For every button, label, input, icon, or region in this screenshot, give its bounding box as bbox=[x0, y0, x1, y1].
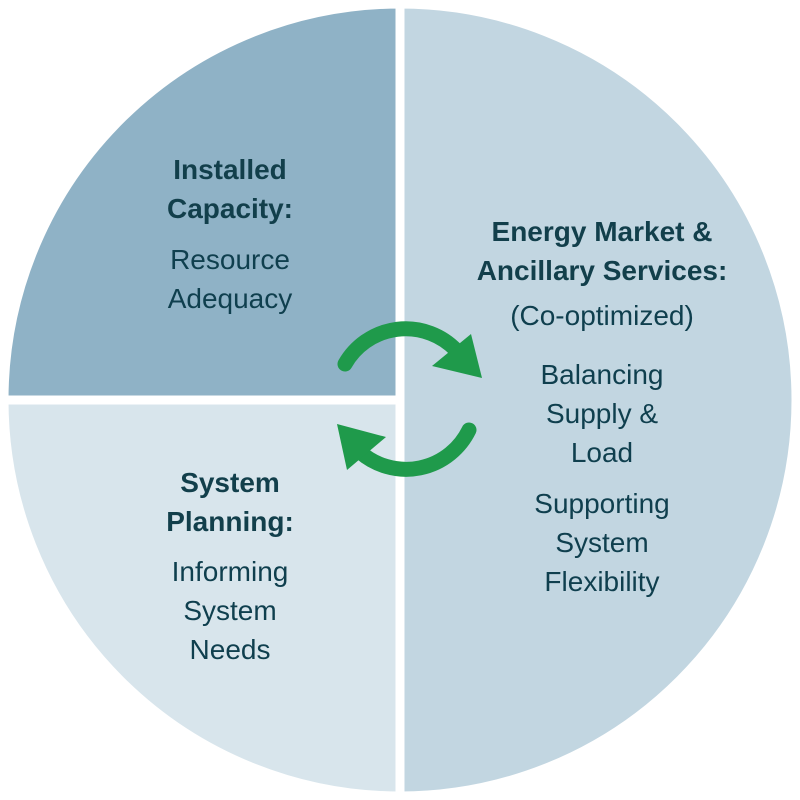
body-line: Load bbox=[570, 437, 634, 468]
body-line: Resource bbox=[170, 244, 290, 275]
title-line: Energy Market & bbox=[491, 216, 713, 247]
body-line: Adequacy bbox=[167, 283, 293, 314]
body-line: Supporting bbox=[534, 488, 670, 519]
energy-market-note: (Co-optimized) bbox=[510, 300, 694, 331]
cycle-arrow-bottom-icon bbox=[337, 422, 477, 477]
system-planning-body: Informing System Needs bbox=[130, 552, 330, 669]
body-line: Supply & bbox=[545, 398, 659, 429]
title-line: Ancillary Services: bbox=[476, 255, 728, 286]
body-line: System bbox=[183, 595, 277, 626]
body-line: Informing bbox=[171, 556, 289, 587]
installed-capacity-body: Resource Adequacy bbox=[130, 240, 330, 318]
title-line: System bbox=[180, 467, 280, 498]
system-planning-title: System Planning: bbox=[130, 463, 330, 541]
title-line: Planning: bbox=[166, 506, 294, 537]
body-line: Balancing bbox=[540, 359, 664, 390]
title-line: Capacity: bbox=[166, 193, 294, 224]
title-line: Installed bbox=[173, 154, 287, 185]
energy-market-flexibility: Supporting System Flexibility bbox=[452, 484, 752, 601]
body-line: Needs bbox=[189, 634, 271, 665]
energy-market-balancing: Balancing Supply & Load bbox=[452, 355, 752, 472]
segment-energy-market bbox=[395, 0, 800, 800]
body-line: System bbox=[555, 527, 649, 558]
body-line: Flexibility bbox=[544, 566, 660, 597]
installed-capacity-title: Installed Capacity: bbox=[130, 150, 330, 228]
cycle-arrow-top-icon bbox=[337, 321, 482, 378]
segment-system-planning bbox=[0, 395, 405, 800]
energy-market-title: Energy Market & Ancillary Services: bbox=[452, 212, 752, 290]
segment-installed-capacity bbox=[0, 0, 405, 405]
